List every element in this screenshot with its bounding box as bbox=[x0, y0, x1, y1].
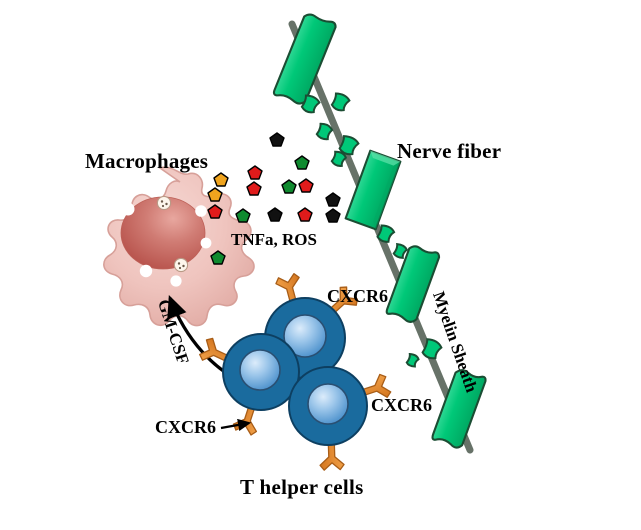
t-cell-nucleus bbox=[239, 349, 281, 391]
vacuole bbox=[139, 264, 153, 278]
vacuole bbox=[121, 202, 135, 216]
myelin-fragment-8 bbox=[421, 338, 443, 360]
myelin-fragment-5 bbox=[330, 150, 347, 167]
nerve-fiber-group bbox=[272, 13, 487, 454]
particle-orange bbox=[213, 172, 229, 187]
granule bbox=[156, 195, 172, 211]
particle-green bbox=[235, 208, 251, 223]
t-helper-cells-label: T helper cells bbox=[240, 475, 364, 499]
myelin-fragment-6 bbox=[376, 224, 396, 243]
particle-orange bbox=[207, 187, 223, 202]
t-cell-lower bbox=[288, 366, 368, 446]
granule bbox=[173, 257, 189, 273]
particle-red bbox=[207, 204, 223, 219]
particle-red bbox=[246, 181, 262, 196]
cxcr6-label-right: CXCR6 bbox=[371, 395, 432, 415]
myelin-fragment-4 bbox=[338, 135, 360, 156]
particle-green bbox=[210, 250, 226, 265]
t-cell-left bbox=[222, 333, 300, 411]
cxcr6-pointer-arrow bbox=[220, 418, 252, 431]
particle-black bbox=[325, 192, 341, 207]
t-cell-nucleus bbox=[307, 383, 349, 425]
particle-black bbox=[269, 132, 285, 147]
cxcr6-label-top: CXCR6 bbox=[327, 286, 388, 306]
myelin-segment-1 bbox=[272, 13, 337, 105]
myelin-segment-2 bbox=[344, 149, 402, 231]
cytokine-particles bbox=[207, 132, 341, 265]
nerve-fiber-label: Nerve fiber bbox=[397, 139, 502, 163]
macrophages-label: Macrophages bbox=[85, 149, 209, 173]
myelin-segment-4 bbox=[431, 369, 487, 449]
tnfa-ros-label: TNFa, ROS bbox=[231, 230, 317, 249]
cxcr6-label-left: CXCR6 bbox=[155, 417, 216, 437]
particle-green bbox=[281, 179, 297, 194]
particle-black bbox=[267, 207, 283, 222]
myelin-fragment-7 bbox=[392, 243, 409, 259]
myelin-segment-3 bbox=[385, 245, 441, 323]
vacuole bbox=[195, 205, 207, 217]
vacuole bbox=[200, 237, 212, 249]
particle-red bbox=[297, 207, 313, 222]
t-cell-nucleus bbox=[283, 314, 327, 358]
particle-red bbox=[298, 178, 314, 193]
myelin-fragment-2 bbox=[330, 92, 351, 112]
myelin-fragment-3 bbox=[315, 122, 334, 141]
vacuole bbox=[170, 275, 182, 287]
myelin-fragment-9 bbox=[405, 352, 420, 368]
particle-green bbox=[294, 155, 310, 170]
particle-black bbox=[325, 208, 341, 223]
particle-red bbox=[247, 165, 263, 180]
myelin-fragment-1 bbox=[300, 94, 321, 114]
